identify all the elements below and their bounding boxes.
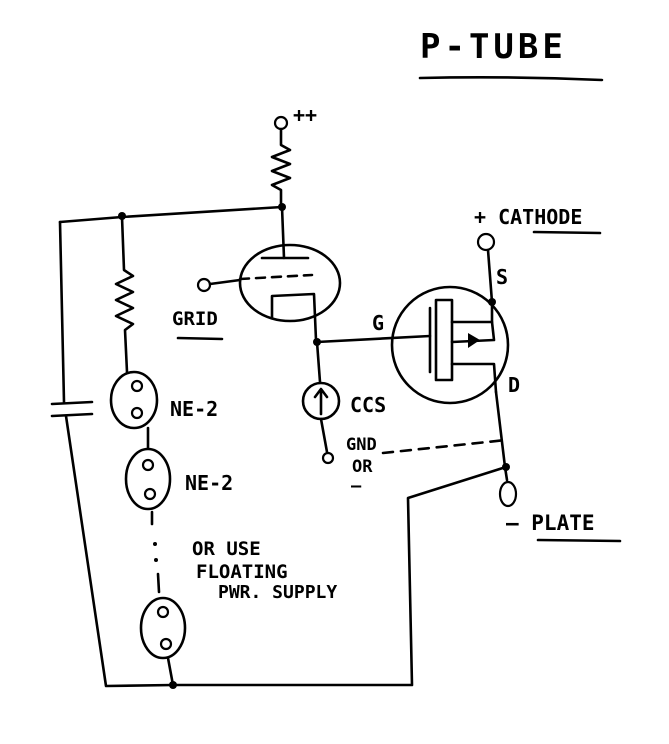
- grid-label: GRID: [172, 308, 218, 330]
- note-line-1: OR USE: [192, 538, 261, 560]
- triode-envelope: [238, 243, 342, 323]
- divider-resistor: [114, 215, 135, 374]
- plate-label: — PLATE: [506, 511, 595, 535]
- optional-ground-link: [381, 438, 508, 455]
- grid-label-underline: [176, 336, 224, 341]
- plate-lead: [280, 205, 286, 260]
- left-rail-lower: [64, 414, 508, 688]
- drain-node-dot: [502, 463, 510, 471]
- capacitor-plate-bottom: [50, 412, 94, 418]
- neon-lamp-2-electrode-bottom: [143, 487, 157, 501]
- mosfet-envelope: [390, 285, 510, 405]
- cathode-label-underline: [532, 230, 602, 235]
- title-underline: [418, 76, 604, 82]
- neon-lamp-2-label: NE-2: [185, 471, 233, 495]
- mosfet-drain-contact: [450, 362, 498, 394]
- cathode-lead: [486, 248, 494, 304]
- supply-terminal: [273, 115, 289, 131]
- gnd-label: GND: [346, 435, 377, 455]
- ccs-label: CCS: [350, 393, 386, 417]
- mosfet-arrow-head: [468, 333, 480, 348]
- ccs-upper-lead: [315, 340, 322, 384]
- dotted-continuation: [150, 510, 161, 594]
- drain-label: D: [508, 373, 520, 397]
- neon-lamp-1: [109, 370, 159, 430]
- ccs-lower-lead: [319, 417, 329, 454]
- neon-lamp-2-electrode-top: [141, 458, 155, 472]
- supply-resistor: [270, 127, 292, 209]
- plate-label-underline: [536, 538, 622, 543]
- ccs-arrow: [313, 387, 329, 416]
- mosfet-source-contact: [450, 300, 494, 324]
- grid-lead: [208, 278, 242, 286]
- note-line-3: PWR. SUPPLY: [218, 582, 337, 603]
- neon-lamp-n-electrode-top: [156, 605, 170, 619]
- minus-label: —: [351, 476, 362, 496]
- gate-wire: [315, 334, 432, 344]
- gate-label: G: [372, 311, 384, 335]
- schematic-title: P-TUBE: [420, 27, 567, 67]
- lamp-n-lower-wire: [166, 656, 175, 687]
- cathode-terminal: [476, 232, 496, 252]
- top-wire: [58, 205, 284, 224]
- mosfet-body-arrow: [450, 320, 496, 344]
- neon-lamp-n: [139, 596, 187, 660]
- supply-label: ++: [293, 103, 317, 127]
- mosfet-channel: [434, 298, 454, 382]
- plate-terminal: [498, 480, 518, 508]
- left-rail-upper: [58, 220, 66, 404]
- triode-grid: [238, 273, 314, 281]
- capacitor-plate-top: [50, 400, 94, 406]
- or-label: OR: [352, 457, 373, 477]
- note-line-2: FLOATING: [196, 561, 288, 583]
- neon-lamp-1-label: NE-2: [170, 397, 218, 421]
- neon-lamp-1-electrode-top: [130, 379, 144, 393]
- ccs-gnd-terminal: [321, 451, 335, 465]
- cathode-label: + CATHODE: [474, 205, 582, 229]
- triode-cathode: [270, 292, 318, 342]
- neon-lamp-1-electrode-bottom: [130, 406, 144, 420]
- grid-terminal: [196, 277, 212, 293]
- neon-lamp-n-electrode-bottom: [159, 637, 173, 651]
- neon-lamp-2: [124, 447, 172, 511]
- source-label: S: [496, 265, 508, 289]
